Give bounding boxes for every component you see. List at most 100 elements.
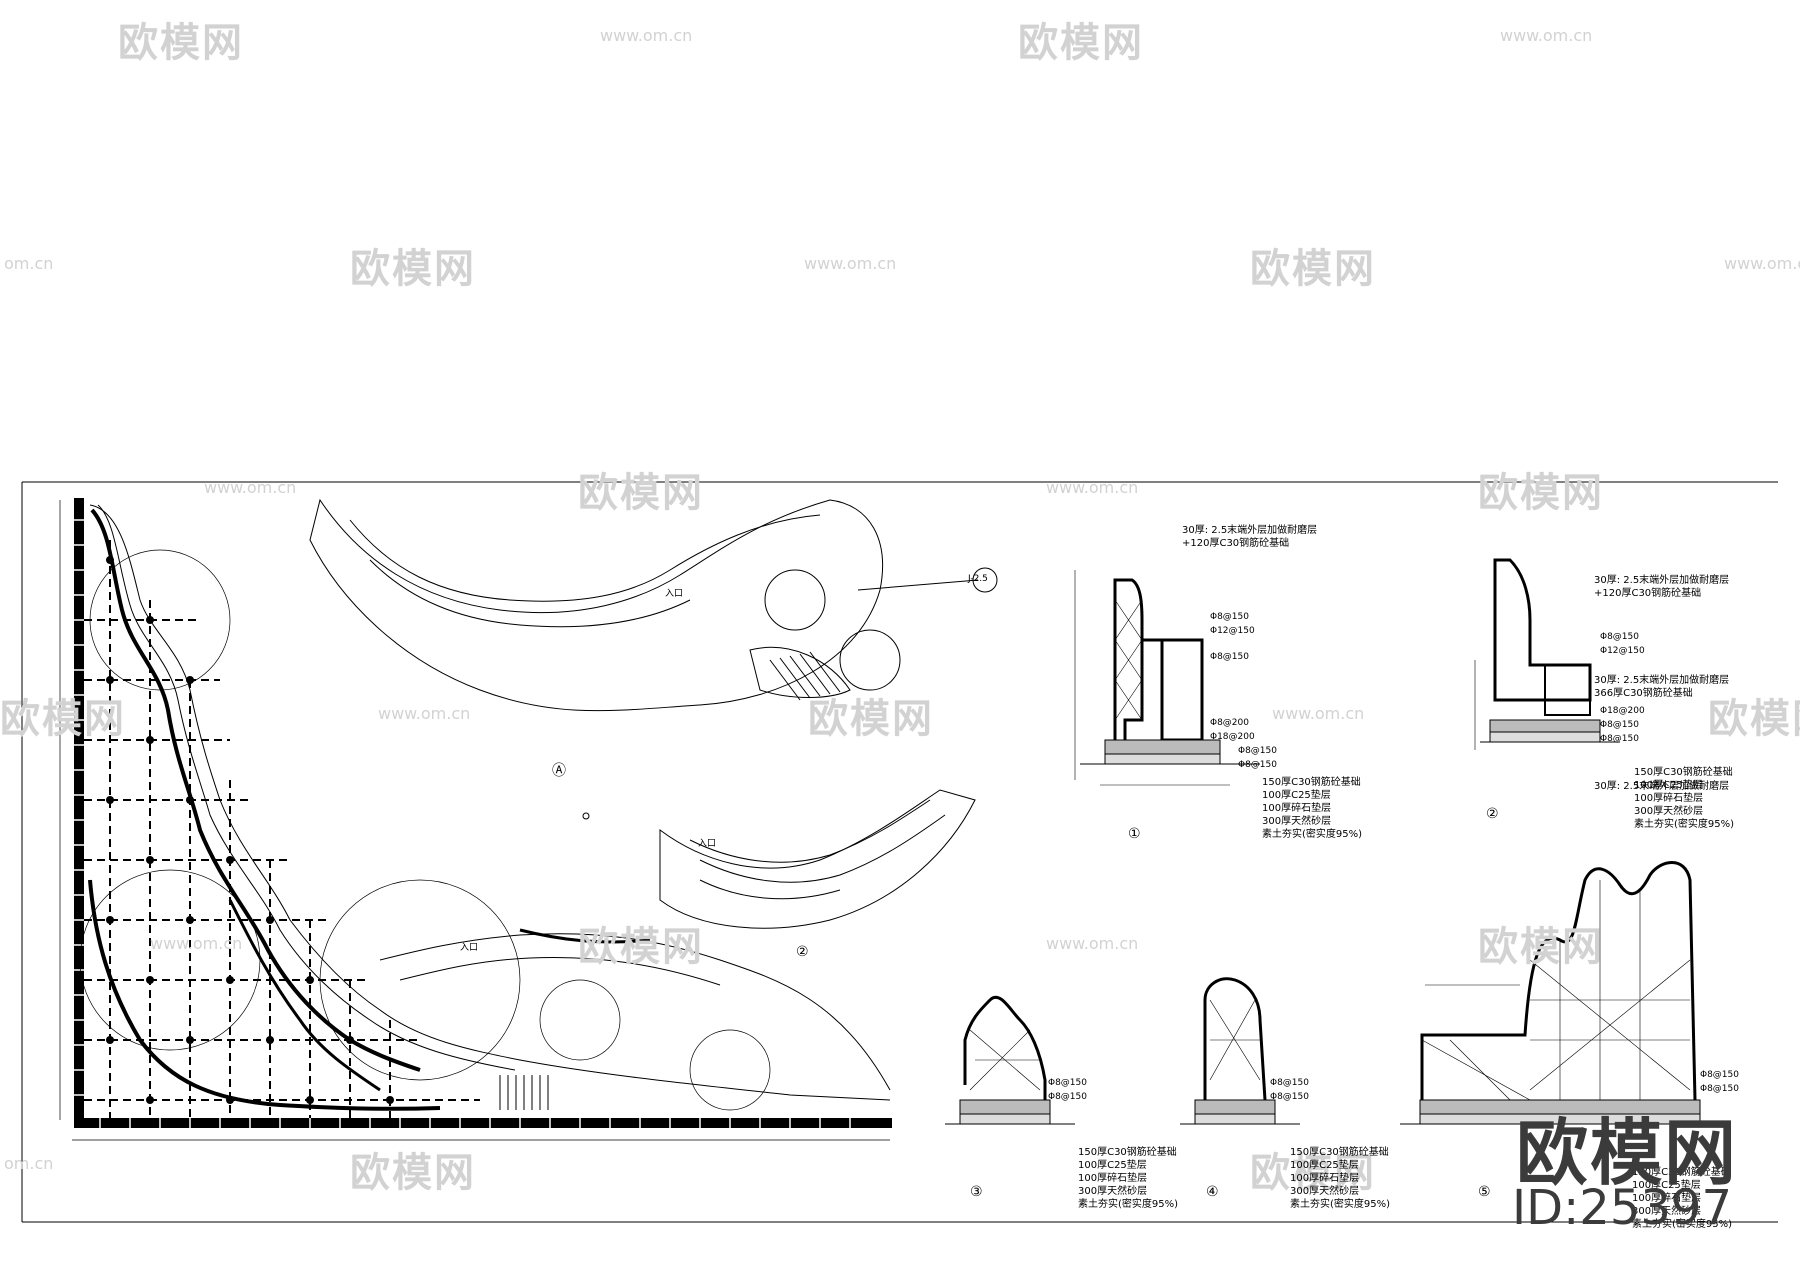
section-2-low-note: 30厚: 2.5末端外层加做耐磨层 — [1594, 780, 1729, 793]
layer-line: 素土夯实(密实度95%) — [1078, 1199, 1179, 1210]
watermark-url: www.om.cn — [1724, 254, 1800, 273]
section-2 — [1474, 558, 1620, 750]
rebar-label: Φ8@150 — [1600, 632, 1639, 642]
layer-line: 100厚碎石垫层 — [1290, 1173, 1360, 1184]
watermark-logo: 欧模网 — [1250, 1150, 1376, 1196]
site-plan-main — [59, 498, 892, 1141]
layer-line: 150厚C30钢筋砼基础 — [1262, 777, 1361, 788]
watermark-url: www.om.cn — [1046, 934, 1139, 953]
section-2-mid-note: 30厚: 2.5末端外层加做耐磨层 366厚C30钢筋砼基础 — [1594, 674, 1729, 700]
rebar-label: Φ18@200 — [1600, 706, 1645, 716]
watermark-logo: 欧模网 — [0, 696, 126, 742]
section-5-layers: 150厚C30钢筋砼基础 100厚C25垫层 100厚碎石垫层 300厚天然砂层… — [1632, 1166, 1732, 1231]
rebar-label: Φ8@150 — [1238, 760, 1277, 770]
watermark-url: www.om.cn — [150, 934, 243, 953]
drawing-number: ③ — [970, 1184, 983, 1200]
layer-line: 100厚碎石垫层 — [1262, 803, 1332, 814]
section-5 — [1400, 861, 1730, 1125]
rebar-label: Φ8@150 — [1210, 612, 1249, 622]
layer-line: 300厚天然砂层 — [1290, 1186, 1360, 1197]
watermark-logo: 欧模网 — [578, 924, 704, 970]
layer-line: 100厚C25垫层 — [1262, 790, 1331, 801]
drawing-frame — [21, 481, 1778, 1223]
entrance-label: 入口 — [698, 839, 717, 849]
layer-line: 素土夯实(密实度95%) — [1262, 829, 1363, 840]
note-line: 30厚: 2.5末端外层加做耐磨层 — [1594, 575, 1730, 586]
layer-line: 100厚C25垫层 — [1078, 1160, 1147, 1171]
rebar-label: Φ12@150 — [1600, 646, 1645, 656]
watermark-logo: 欧模网 — [1478, 470, 1604, 516]
rebar-label: Φ8@150 — [1270, 1092, 1309, 1102]
rebar-label: Φ18@200 — [1210, 732, 1255, 742]
layer-line: 150厚C30钢筋砼基础 — [1290, 1147, 1389, 1158]
note-line: 30厚: 2.5末端外层加做耐磨层 — [1594, 781, 1730, 792]
drawing-number: ② — [1486, 806, 1499, 822]
layer-line: 100厚碎石垫层 — [1078, 1173, 1148, 1184]
layer-line: 150厚C30钢筋砼基础 — [1632, 1167, 1731, 1178]
section-2-layers: 150厚C30钢筋砼基础 100厚C25垫层 100厚碎石垫层 300厚天然砂层… — [1634, 766, 1734, 831]
watermark-url: www.om.cn — [204, 478, 297, 497]
watermark-url: www.om.cn — [1272, 704, 1365, 723]
rebar-label: Φ8@150 — [1700, 1070, 1739, 1080]
watermark-url: www.om.cn — [1046, 478, 1139, 497]
watermark-logo: 欧模网 — [1708, 696, 1800, 742]
drawing-number: ④ — [1206, 1184, 1219, 1200]
section-tag: J-2.5 — [968, 574, 988, 584]
layer-line: 素土夯实(密实度95%) — [1634, 819, 1735, 830]
layer-line: 100厚C25垫层 — [1290, 1160, 1359, 1171]
rebar-label: Φ8@150 — [1210, 652, 1249, 662]
watermark-logo: 欧模网 — [1018, 20, 1144, 66]
layer-line: 300厚天然砂层 — [1632, 1206, 1702, 1217]
rebar-label: Φ8@150 — [1048, 1092, 1087, 1102]
brand-id: ID:25397 — [1512, 1180, 1732, 1236]
layer-line: 素土夯实(密实度95%) — [1632, 1219, 1733, 1230]
watermark-url: www.om.cn — [1500, 26, 1593, 45]
note-line: 30厚: 2.5末端外层加做耐磨层 — [1182, 525, 1318, 536]
watermark-url: www.om.cn — [600, 26, 693, 45]
layer-line: 150厚C30钢筋砼基础 — [1078, 1147, 1177, 1158]
layer-line: 100厚C25垫层 — [1634, 780, 1703, 791]
watermark-logo: 欧模网 — [1478, 924, 1604, 970]
layer-line: 100厚C25垫层 — [1632, 1180, 1701, 1191]
rebar-label: Φ8@150 — [1700, 1084, 1739, 1094]
brand-logo-text: 欧模网 — [1516, 1111, 1739, 1195]
section-4-layers: 150厚C30钢筋砼基础 100厚C25垫层 100厚碎石垫层 300厚天然砂层… — [1290, 1146, 1390, 1211]
entrance-label: 入口 — [665, 589, 684, 599]
rebar-label: Φ8@150 — [1048, 1078, 1087, 1088]
section-1-layers: 150厚C30钢筋砼基础 100厚C25垫层 100厚碎石垫层 300厚天然砂层… — [1262, 776, 1362, 841]
watermark-logo: 欧模网 — [350, 1150, 476, 1196]
rebar-label: Φ8@150 — [1238, 746, 1277, 756]
layer-line: 100厚碎石垫层 — [1634, 793, 1704, 804]
note-line: 30厚: 2.5末端外层加做耐磨层 — [1594, 675, 1730, 686]
layer-line: 素土夯实(密实度95%) — [1290, 1199, 1391, 1210]
watermark-url: www.om.cn — [804, 254, 897, 273]
watermark-logo: 欧模网 — [578, 470, 704, 516]
note-line: 366厚C30钢筋砼基础 — [1594, 688, 1693, 699]
layer-line: 100厚碎石垫层 — [1632, 1193, 1702, 1204]
watermark-url: om.cn — [4, 254, 54, 273]
note-line: +120厚C30钢筋砼基础 — [1594, 588, 1702, 599]
watermark-logo: 欧模网 — [350, 246, 476, 292]
watermark-logo: 欧模网 — [808, 696, 934, 742]
rebar-label: Φ8@150 — [1600, 734, 1639, 744]
watermark-logo: 欧模网 — [1250, 246, 1376, 292]
drawing-number: ① — [1128, 826, 1141, 842]
section-1 — [1074, 570, 1260, 786]
rebar-label: Φ12@150 — [1210, 626, 1255, 636]
watermark-url: www.om.cn — [378, 704, 471, 723]
drawing-number: ② — [796, 944, 809, 960]
layer-line: 300厚天然砂层 — [1634, 806, 1704, 817]
plan-crescent-a — [309, 498, 998, 712]
watermark-logo: 欧模网 — [118, 20, 244, 66]
drawing-number: Ⓐ — [552, 763, 566, 779]
section-3-layers: 150厚C30钢筋砼基础 100厚C25垫层 100厚碎石垫层 300厚天然砂层… — [1078, 1146, 1178, 1211]
rebar-label: Φ8@150 — [1600, 720, 1639, 730]
section-2-top-note: 30厚: 2.5末端外层加做耐磨层 +120厚C30钢筋砼基础 — [1594, 574, 1729, 600]
note-line: +120厚C30钢筋砼基础 — [1182, 538, 1290, 549]
layer-line: 300厚天然砂层 — [1262, 816, 1332, 827]
section-4 — [1180, 977, 1300, 1125]
plan-crescent-b — [659, 789, 976, 929]
rebar-label: Φ8@200 — [1210, 718, 1249, 728]
section-3 — [945, 996, 1075, 1125]
drawing-number: ⑤ — [1478, 1184, 1491, 1200]
